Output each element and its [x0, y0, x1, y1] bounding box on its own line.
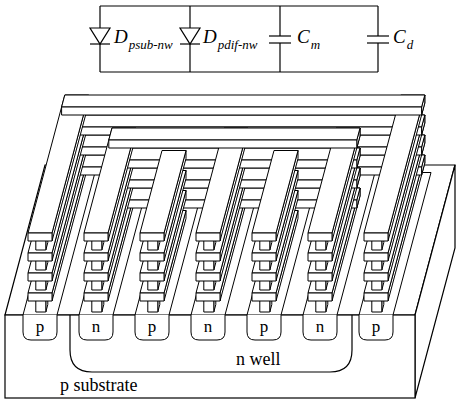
wire: [279, 6, 280, 36]
component-name: D: [203, 27, 217, 46]
component-subscript: pdif-nw: [218, 38, 258, 51]
metal-finger-front: [140, 253, 164, 261]
component-name: D: [114, 27, 128, 46]
diffusion-front: [191, 315, 225, 340]
equivalent-circuit: [90, 6, 389, 72]
metal-finger-front: [28, 273, 52, 281]
diffusion-front: [135, 315, 169, 340]
diffusion-front: [359, 315, 393, 340]
metal-comb-front: [62, 107, 422, 115]
component-name: C: [297, 27, 310, 46]
diffusion-label: p: [260, 318, 269, 335]
diffusion-front: [247, 315, 281, 340]
diode-symbol: [90, 28, 110, 44]
metal-finger-top: [364, 95, 425, 233]
wire: [99, 6, 100, 28]
metal-finger-front: [28, 253, 52, 261]
metal-finger-front: [84, 253, 108, 261]
metal-finger-front: [196, 273, 220, 281]
metal-finger-front: [140, 233, 164, 241]
metal-finger-front: [364, 273, 388, 281]
diffusion-front: [23, 315, 57, 340]
region-label: p substrate: [60, 376, 137, 394]
component-subscript: d: [407, 38, 414, 51]
substrate-front: [5, 315, 415, 398]
metal-finger-front: [28, 233, 52, 241]
diffusion-label: n: [204, 318, 213, 335]
wire: [189, 6, 190, 28]
metal-finger-front: [252, 293, 276, 301]
metal-finger-front: [84, 273, 108, 281]
diffusion-front: [303, 315, 337, 340]
diffusion-label: p: [148, 318, 157, 335]
capacitor-structure: [23, 95, 431, 340]
metal-comb-top: [62, 95, 425, 107]
diffusion-label: p: [372, 318, 381, 335]
metal-finger-front: [196, 233, 220, 241]
metal-finger-front: [364, 293, 388, 301]
metal-finger-front: [196, 253, 220, 261]
metal-finger-front: [196, 293, 220, 301]
metal-finger-front: [140, 273, 164, 281]
metal-finger-front: [84, 233, 108, 241]
wire: [99, 44, 100, 72]
wire: [189, 44, 190, 72]
metal-finger-top: [28, 95, 89, 233]
capacitor-plate: [269, 35, 291, 36]
component-subscript: m: [311, 38, 320, 51]
region-label: n well: [236, 350, 281, 368]
metal-finger-front: [364, 233, 388, 241]
metal-finger-front: [308, 293, 332, 301]
wire: [279, 43, 280, 72]
metal-comb-top: [62, 115, 425, 127]
metal-finger-top: [140, 151, 186, 234]
component-name: C: [393, 27, 406, 46]
metal-finger-front: [252, 253, 276, 261]
metal-comb-front: [109, 140, 357, 148]
diode-symbol: [180, 28, 200, 44]
diffusion-front: [79, 315, 113, 340]
metal-finger-front: [140, 293, 164, 301]
component-subscript: psub-nw: [129, 38, 173, 51]
capacitor-plate: [367, 35, 389, 36]
wire: [377, 6, 378, 36]
diffusion-label: n: [92, 318, 101, 335]
metal-finger-front: [252, 233, 276, 241]
metal-finger-front: [84, 293, 108, 301]
metal-comb-top: [109, 128, 360, 140]
metal-finger-front: [28, 293, 52, 301]
n-well-outline: [70, 315, 352, 372]
wire: [377, 43, 378, 72]
metal-finger-front: [364, 253, 388, 261]
top-wire: [100, 5, 378, 6]
diffusion-label: n: [316, 318, 325, 335]
metal-finger-top: [252, 151, 298, 234]
metal-finger-front: [308, 233, 332, 241]
metal-finger-front: [308, 253, 332, 261]
metal-finger-front: [252, 273, 276, 281]
bottom-wire: [100, 71, 378, 72]
diffusion-label: p: [36, 318, 45, 335]
metal-finger-front: [308, 273, 332, 281]
